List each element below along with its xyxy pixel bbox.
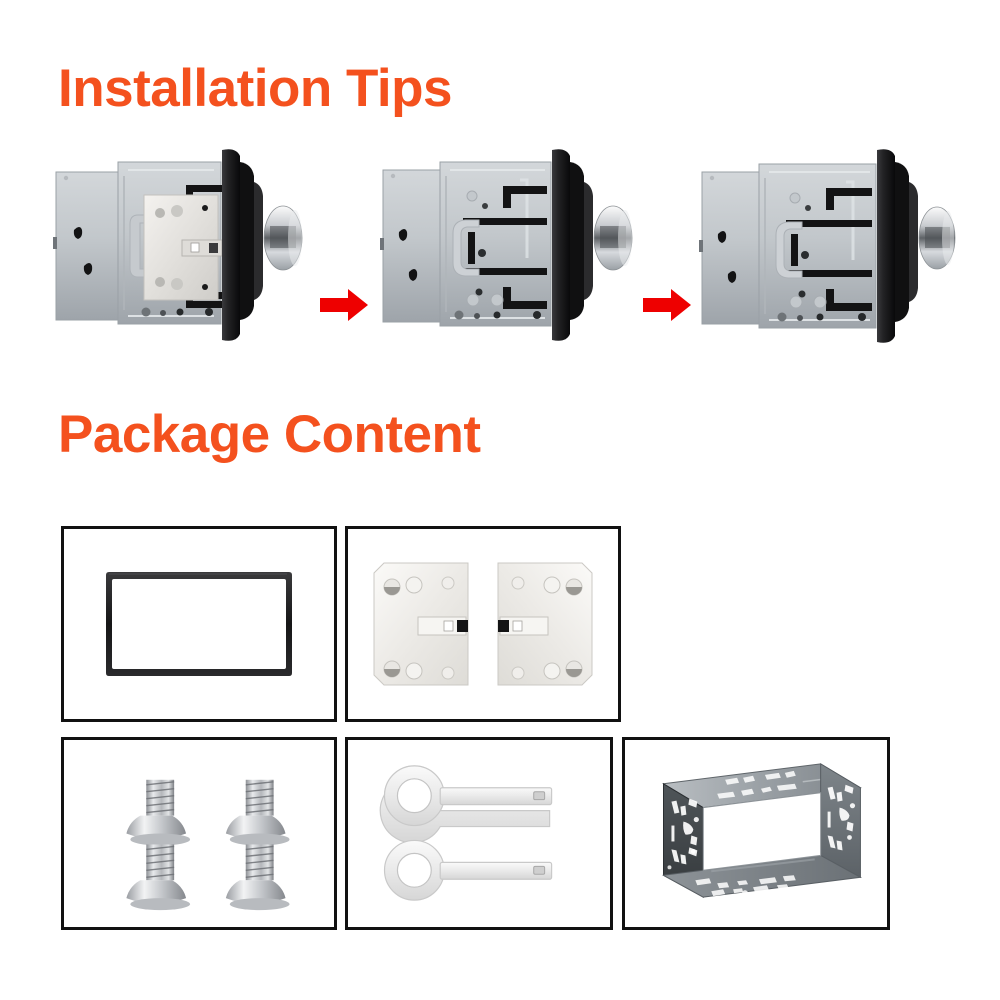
screw-4 xyxy=(225,844,290,911)
install-step-2-image xyxy=(375,140,645,355)
screw-2 xyxy=(225,779,290,846)
install-step-1-image xyxy=(46,140,316,355)
bracket-plate-right xyxy=(497,562,593,686)
step-arrow-1-icon xyxy=(320,288,368,322)
package-item-side-bracket-plates xyxy=(345,526,621,722)
bracket-plate-left xyxy=(373,562,469,686)
attached-bracket-plate xyxy=(143,194,223,301)
package-item-fascia-trim-panel xyxy=(61,526,337,722)
package-item-metal-mounting-cage xyxy=(622,737,890,930)
install-step-3-image xyxy=(696,140,966,355)
release-key-2 xyxy=(383,839,553,901)
package-item-mounting-screws xyxy=(61,737,337,930)
package-content-heading: Package Content xyxy=(58,405,481,464)
package-item-release-keys xyxy=(345,737,613,930)
installation-tips-heading: Installation Tips xyxy=(58,59,452,118)
step-arrow-2-icon xyxy=(643,288,691,322)
screw-3 xyxy=(126,844,191,911)
installation-steps-strip xyxy=(0,140,1000,355)
screw-1 xyxy=(126,779,191,846)
release-key-1 xyxy=(379,765,553,844)
